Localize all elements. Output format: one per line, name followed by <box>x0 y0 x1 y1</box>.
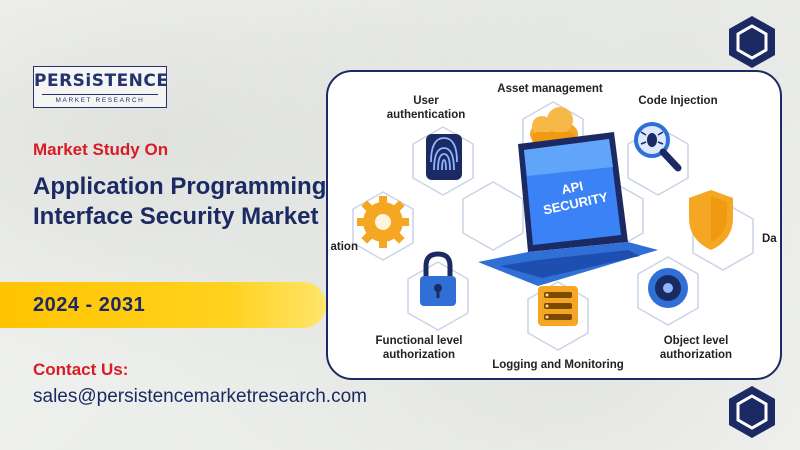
contact-email[interactable]: sales@persistencemarketresearch.com <box>33 386 367 407</box>
hexagon-badge-icon <box>729 16 775 68</box>
hexagon-badge-icon <box>729 386 775 438</box>
contact-label: Contact Us: <box>33 360 129 379</box>
diagram-graphics <box>352 101 754 351</box>
report-title: Application Programming Interface Securi… <box>33 173 327 230</box>
persistence-logo: PERSiSTENCE MARKET RESEARCH <box>33 66 169 108</box>
shield-icon <box>689 190 733 250</box>
bug-magnifier-icon <box>634 122 682 172</box>
forecast-period-band: 2024 - 2031 <box>0 282 326 328</box>
server-log-icon <box>538 286 578 326</box>
node-label-partial-left: ation <box>330 241 358 253</box>
api-security-diagram: API SECURITY User authentication Asset m… <box>326 70 782 380</box>
logo-wordmark: PERSiSTENCE <box>34 71 169 91</box>
gear-icon <box>357 196 409 248</box>
node-label-logging-monitoring: Logging and Monitoring <box>492 359 624 371</box>
node-label-functional-level-authorization: Functional level authorization <box>375 335 463 361</box>
lock-dial-icon <box>648 268 688 308</box>
fingerprint-icon <box>426 134 462 180</box>
node-label-asset-management: Asset management <box>497 83 603 95</box>
laptop-icon <box>478 132 658 286</box>
node-label-object-level-authorization: Object level authorization <box>659 335 733 361</box>
node-label-user-authentication: User authentication <box>386 95 466 121</box>
node-label-data: Da <box>762 233 777 245</box>
forecast-period: 2024 - 2031 <box>33 294 146 316</box>
padlock-icon <box>420 251 456 306</box>
node-label-code-injection: Code Injection <box>638 95 718 107</box>
market-study-intro: Market Study On <box>33 140 169 159</box>
logo-tagline: MARKET RESEARCH <box>42 94 158 104</box>
